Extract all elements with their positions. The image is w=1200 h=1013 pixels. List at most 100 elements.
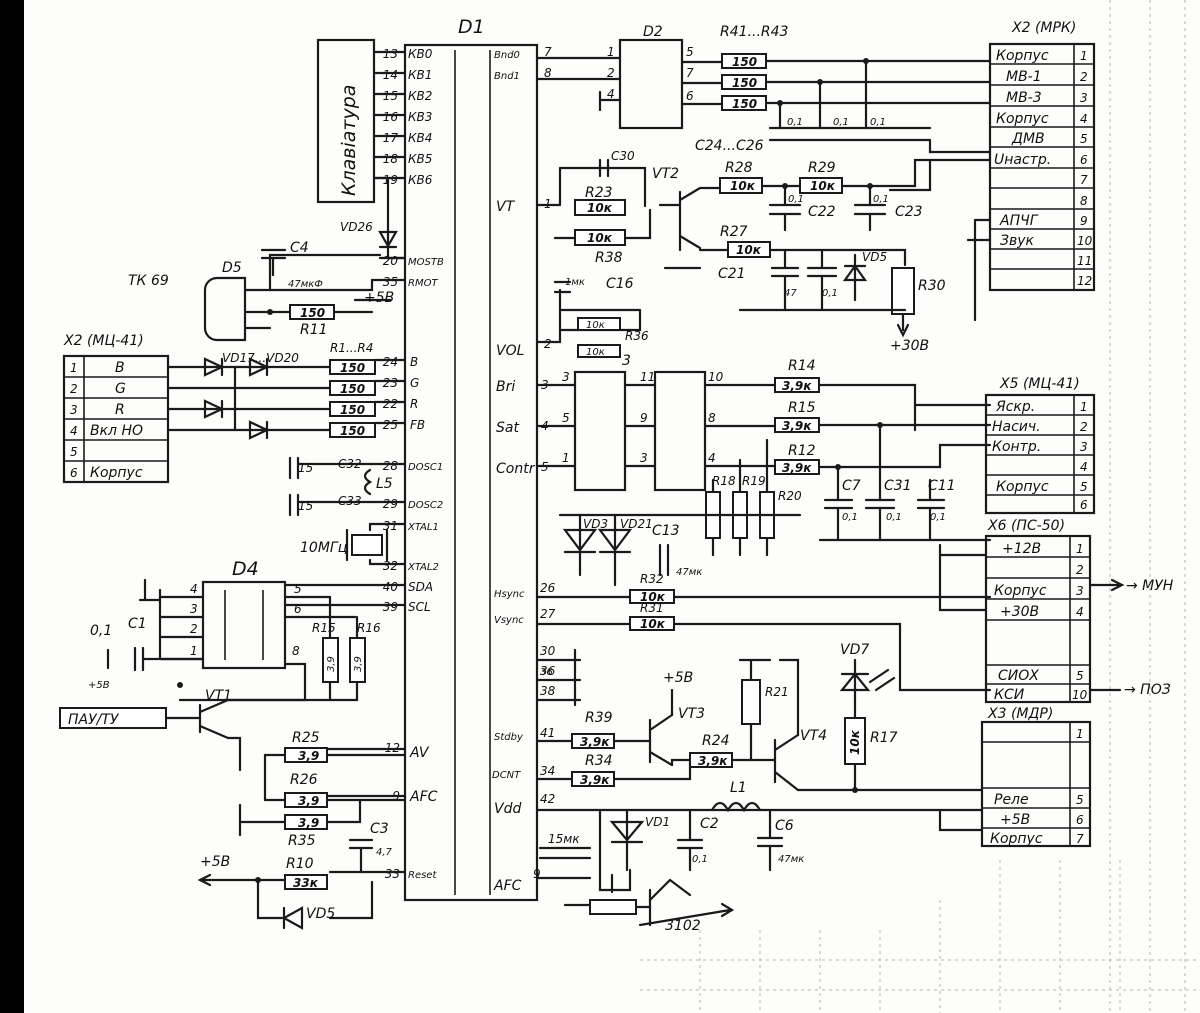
x6-4: +30В [1000,604,1039,620]
d3-pin9: 9 [640,411,648,425]
pin-26: 26 [540,581,556,595]
plus5-d4: +5В [88,680,110,691]
x2mpk-pin8: 8 [1080,194,1088,208]
c13-label: C13 [652,523,680,539]
pin-40: 40 [383,580,399,594]
r37-val: 10к [586,320,605,331]
c-val-01: 0,1 [822,288,838,299]
r29-label: R29 [808,160,836,176]
c23-label: C23 [895,204,923,220]
x6-connector: X6 (ПС-50) +12В Корпус +30В СИОХ КСИ 1 2… [938,518,1174,704]
r34-label: R34 [585,753,613,769]
c3-val: 4,7 [376,847,393,858]
pin-dosc2: DOSC2 [408,500,443,511]
vt1-section: ПАУ/ТУ VT1 R25 3,9 R26 3,9 3,9 R35 C3 4,… [59,688,407,930]
x6-pin2: 2 [1076,563,1084,577]
r16-label: R16 [357,621,381,635]
c16-val: 1мк [565,277,585,288]
plus5-reset: +5В [200,854,230,870]
x2mpk-connector: X2 (МРК) Корпус МВ-1 МВ-3 Корпус ДМВ Uна… [888,20,1096,322]
r41-val: 150 [732,55,757,69]
c7-val: 0,1 [842,512,858,523]
r31-label: R31 [640,601,664,615]
d2-pin5: 5 [686,45,694,59]
keyboard-block: Клавіатура VD26 [316,38,407,260]
r14-r15-r12: R14 3,9к R15 3,9к R12 3,9к C7 C31 C11 0,… [774,358,992,542]
r32-label: R32 [640,572,664,586]
pin-28: 28 [383,459,399,473]
c30-label: C30 [611,149,635,163]
d2-pin4: 4 [607,87,615,101]
x2mpk-pin7: 7 [1080,173,1088,187]
pin-35: 35 [383,275,398,289]
x3-pin7: 7 [1076,832,1084,846]
pin-15: 15 [383,89,398,103]
vd1-label: VD1 [645,815,670,829]
d2-label: D2 [643,24,663,40]
x2mc-korpus: Корпус [90,465,143,481]
d2-pin2: 2 [607,66,615,80]
c23-val: 0,1 [873,194,889,205]
r17-val: 10к [848,729,862,755]
x2mpk-pin1: 1 [1080,49,1088,63]
x5-pin4: 4 [1080,460,1088,474]
d4-pin6: 6 [294,602,302,616]
x5-pin6: 6 [1080,498,1088,512]
pin-r: R [410,397,418,411]
x5-connector: X5 (МЦ-41) Яскр. Насич. Контр. Корпус 1 … [984,376,1096,515]
d4-pin4: 4 [190,582,198,596]
vt2-label: VT2 [652,166,679,182]
pin-7: 7 [544,45,552,59]
pin-27: 27 [540,607,556,621]
r12-val: 3,9к [782,461,812,475]
c25-val: 0,1 [833,117,849,128]
pin-39: 39 [383,600,398,614]
x3-pin5: 5 [1076,793,1084,807]
pin-36: 36 [540,664,556,678]
pin-25: 25 [383,418,398,432]
ir-receiver: ТК 69 D5 C4 47мкФ 150 R11 +5В [128,240,394,342]
keyboard-label: Клавіатура [338,85,360,196]
pin-rmot: RMOT [408,278,438,289]
pin-33: 33 [385,867,400,881]
pin-22: 22 [383,397,398,411]
r43-val: 150 [732,97,757,111]
d3-label: 3 [622,353,631,369]
x3-connector: X3 (МДР) Реле +5В Корпус 1 5 6 7 [980,706,1092,848]
x5-5: Корпус [996,479,1049,495]
c22-val: 0,1 [788,194,804,205]
x2mpk-pin3: 3 [1080,91,1088,105]
vt4-label: VT4 [800,728,827,744]
r29-val: 10к [810,179,836,193]
r18-r20: R18 R19 R20 [558,438,802,557]
pin-36-name: 36 [540,667,553,678]
x2mpk-pin9: 9 [1080,214,1088,228]
x2mc-pin3: 3 [70,403,78,417]
x2mc-pin2: 2 [70,382,78,396]
c4-label: C4 [290,240,309,256]
pin-vt: VT [496,199,516,215]
rgb-section: VD17...VD20 R1...R4 150 150 150 150 [166,341,376,440]
r35-val: 3,9 [298,816,319,830]
r31-val: 10к [640,617,666,631]
d4-pin3: 3 [190,602,198,616]
d3-pin1: 1 [562,451,570,465]
pin-stdby: Stdby [494,732,524,743]
pin-contr: Contr [496,461,536,477]
d4-pin8: 8 [292,644,300,658]
pin-41: 41 [540,726,555,740]
pin-38: 38 [540,684,556,698]
r30-label: R30 [918,278,946,294]
c21-val: 47 [784,288,797,299]
c2-val: 0,1 [692,854,708,865]
x5-pin1: 1 [1080,400,1088,414]
scan-edge [0,0,24,1013]
pin-32: 32 [383,559,398,573]
d2-pin7: 7 [686,66,694,80]
pin-sda: SDA [408,580,433,594]
r34-val: 3,9к [580,773,610,787]
r35-label: R35 [288,833,316,849]
c21-label: C21 [718,266,746,282]
x6-pin4: 4 [1076,605,1084,619]
